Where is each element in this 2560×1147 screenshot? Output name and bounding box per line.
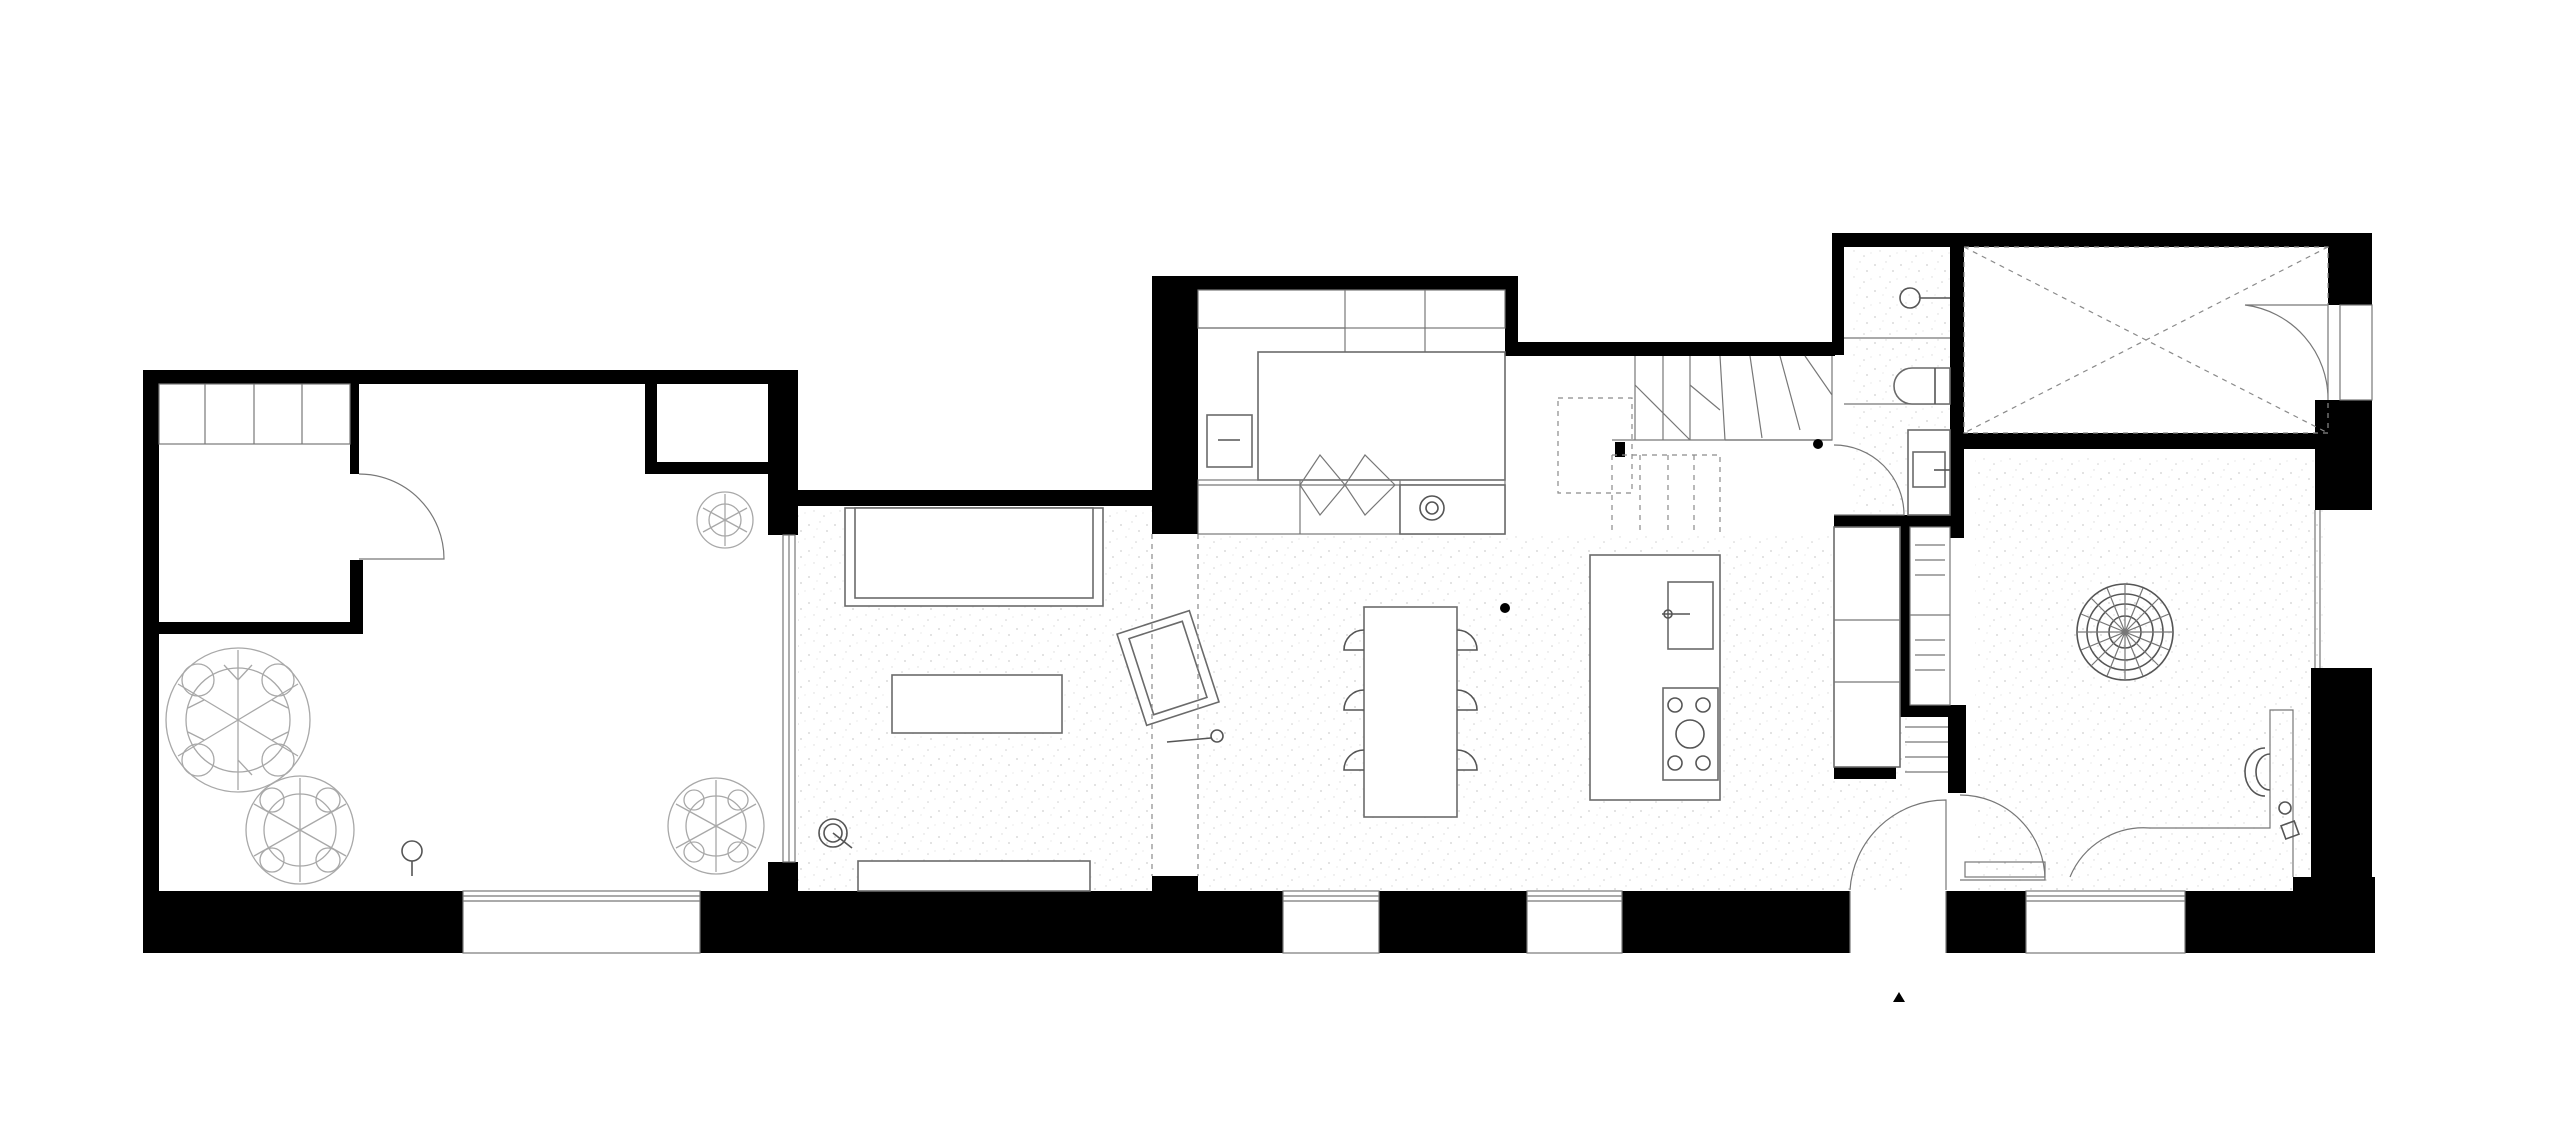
coffee-table — [891, 674, 1063, 734]
entrance-triangle-icon — [1893, 992, 1905, 1002]
desk-chair-icon — [2244, 747, 2271, 797]
wash-basin-icon — [1907, 429, 1951, 516]
windows — [462, 304, 2373, 954]
kitchen-island — [1589, 554, 1721, 801]
kitchen-cabinets — [1197, 289, 1506, 535]
round-stove-icon — [818, 818, 853, 849]
dining-table — [1363, 606, 1458, 818]
sink-icon — [1662, 581, 1714, 650]
round-rug-icon — [2076, 583, 2174, 681]
right-room — [2076, 583, 2300, 840]
staircase — [1557, 355, 1833, 535]
dining-area — [1343, 603, 1510, 818]
column-dot — [1813, 439, 1823, 449]
toilet-icon — [1893, 367, 1951, 405]
living-room — [818, 507, 1224, 892]
armchair-icon — [1116, 609, 1220, 727]
garden-area — [158, 383, 765, 885]
tree-icon — [245, 775, 355, 885]
lamp-icon — [2278, 801, 2300, 840]
walls — [143, 233, 2375, 953]
shrub-icon — [696, 491, 754, 549]
hall-cabinets — [1833, 526, 1951, 773]
tree-icon — [165, 647, 311, 793]
wall-lamp-icon — [1899, 287, 1950, 309]
storage-room — [1963, 246, 2329, 434]
bench — [857, 860, 1091, 892]
garden-tap-icon — [401, 840, 423, 876]
wc-room — [1844, 287, 1951, 516]
washing-machine-icon — [1399, 484, 1506, 535]
floor-lamp-icon — [1166, 729, 1224, 743]
dining-chair-icon — [1343, 629, 1478, 771]
sofa-icon — [844, 507, 1104, 607]
sink-icon — [1206, 414, 1253, 468]
column-dot — [1500, 603, 1510, 613]
cooktop-icon — [1662, 687, 1719, 781]
tree-icon — [667, 777, 765, 875]
